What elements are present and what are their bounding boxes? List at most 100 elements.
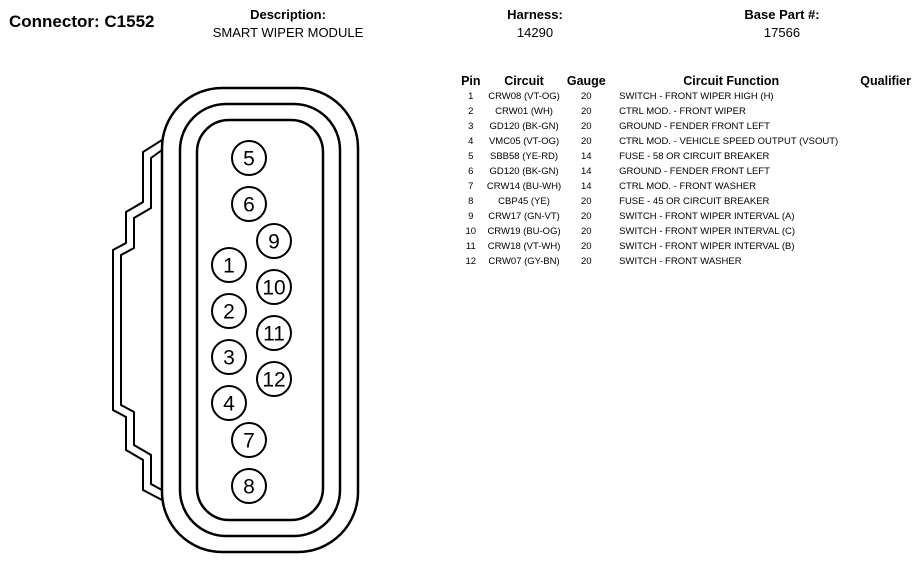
cell-qualifier — [851, 134, 911, 149]
pin-circle — [231, 422, 267, 458]
cell-circuit: CRW17 (GN-VT) — [488, 211, 560, 222]
cell-qualifier — [851, 164, 911, 179]
cell-gauge: 14 — [581, 151, 592, 162]
base-part-block: Base Part #: 17566 — [720, 7, 844, 40]
cell-circuit: CRW18 (VT-WH) — [487, 241, 561, 252]
cell-circuit: GD120 (BK-GN) — [489, 121, 559, 132]
cell-qualifier — [851, 104, 911, 119]
cell-circuit: SBB58 (YE-RD) — [489, 151, 559, 162]
cell-function: CTRL MOD. - FRONT WASHER — [619, 181, 757, 192]
col-header-pin: Pin — [461, 74, 481, 88]
connector-title: Connector: C1552 — [9, 12, 155, 31]
cell-pin: 11 — [465, 241, 476, 252]
pin-circle — [231, 186, 267, 222]
cell-function: GROUND - FENDER FRONT LEFT — [619, 166, 770, 177]
pin-circle — [211, 247, 247, 283]
cell-gauge: 20 — [581, 226, 592, 237]
pin-circle — [231, 468, 267, 504]
cell-gauge: 20 — [581, 136, 592, 147]
col-header-circuit: Circuit — [504, 74, 544, 88]
cell-function: SWITCH - FRONT WIPER HIGH (H) — [619, 91, 774, 102]
pin-cavity-3: 3 — [211, 339, 247, 375]
connector-housing-middle — [178, 102, 342, 538]
cell-qualifier — [851, 239, 911, 254]
connector-latch — [112, 139, 163, 501]
cell-gauge: 20 — [581, 211, 592, 222]
description-value: SMART WIPER MODULE — [212, 25, 364, 40]
cell-function: SWITCH - FRONT WIPER INTERVAL (A) — [619, 211, 795, 222]
pin-circle — [211, 339, 247, 375]
pin-table-header-row: Pin Circuit Gauge Circuit Function Quali… — [455, 72, 911, 89]
col-header-gauge: Gauge — [566, 74, 606, 88]
pin-number: 10 — [262, 277, 285, 300]
pin-cavity-11: 11 — [256, 315, 292, 351]
cell-circuit: CRW07 (GY-BN) — [488, 256, 560, 267]
pin-cavity-10: 10 — [256, 269, 292, 305]
cell-function: SWITCH - FRONT WIPER INTERVAL (C) — [619, 226, 796, 237]
harness-label: Harness: — [507, 7, 563, 22]
cell-pin: 4 — [468, 136, 474, 147]
pin-number: 8 — [243, 476, 255, 499]
cell-gauge: 20 — [581, 121, 592, 132]
base-part-label: Base Part #: — [744, 7, 820, 22]
cell-circuit: CRW01 (WH) — [495, 106, 553, 117]
pin-cavity-6: 6 — [231, 186, 267, 222]
cell-pin: 12 — [465, 256, 477, 267]
description-block: Description: SMART WIPER MODULE — [198, 7, 378, 40]
cell-function: SWITCH - FRONT WIPER INTERVAL (B) — [619, 241, 795, 252]
cell-qualifier — [851, 149, 911, 164]
pin-number: 3 — [223, 347, 235, 370]
connector-housing-inner — [195, 118, 325, 522]
table-row: 5 SBB58 (YE-RD) 14 FUSE - 58 OR CIRCUIT BRE… — [455, 149, 911, 164]
pin-number: 4 — [223, 393, 235, 416]
cell-circuit: CRW08 (VT-OG) — [488, 91, 560, 102]
pin-circle — [256, 223, 292, 259]
cell-qualifier — [851, 194, 911, 209]
table-row: 11 CRW18 (VT-WH) 20 SWITCH - FRONT WIPER IN… — [455, 239, 911, 254]
cell-qualifier — [851, 254, 911, 269]
cell-circuit: CRW19 (BU-OG) — [487, 226, 561, 237]
pin-number: 2 — [223, 301, 235, 324]
cell-gauge: 20 — [581, 241, 592, 252]
pin-number: 5 — [243, 148, 255, 171]
cell-pin: 2 — [468, 106, 474, 117]
cell-gauge: 14 — [581, 181, 592, 192]
pin-circle — [211, 293, 247, 329]
cell-function: CTRL MOD. - VEHICLE SPEED OUTPUT (VSOUT) — [619, 136, 839, 147]
cell-function: FUSE - 45 OR CIRCUIT BREAKER — [619, 196, 770, 207]
pin-cavity-8: 8 — [231, 468, 267, 504]
pin-cavity-2: 2 — [211, 293, 247, 329]
cell-pin: 3 — [468, 121, 474, 132]
table-row: 9 CRW17 (GN-VT) 20 SWITCH - FRONT WIPER INT… — [455, 209, 911, 224]
connector-housing-outer — [160, 86, 360, 554]
cell-pin: 9 — [468, 211, 474, 222]
cell-pin: 1 — [468, 91, 474, 102]
pin-circle — [256, 361, 292, 397]
cell-gauge: 14 — [581, 166, 592, 177]
cell-pin: 5 — [468, 151, 474, 162]
cell-function: FUSE - 58 OR CIRCUIT BREAKER — [619, 151, 770, 162]
pin-cavity-12: 12 — [256, 361, 292, 397]
pin-number: 11 — [263, 323, 285, 346]
cell-qualifier — [851, 179, 911, 194]
harness-block: Harness: 14290 — [470, 7, 600, 40]
cell-qualifier — [851, 89, 911, 104]
pin-cavity-7: 7 — [231, 422, 267, 458]
harness-value: 14290 — [516, 25, 554, 40]
base-part-value: 17566 — [763, 25, 801, 40]
pin-number: 1 — [223, 255, 235, 278]
cell-gauge: 20 — [581, 196, 592, 207]
pin-circle — [256, 315, 292, 351]
pin-number: 7 — [243, 430, 255, 453]
cell-qualifier — [851, 209, 911, 224]
cell-circuit: GD120 (BK-GN) — [489, 166, 559, 177]
cell-gauge: 20 — [581, 106, 592, 117]
